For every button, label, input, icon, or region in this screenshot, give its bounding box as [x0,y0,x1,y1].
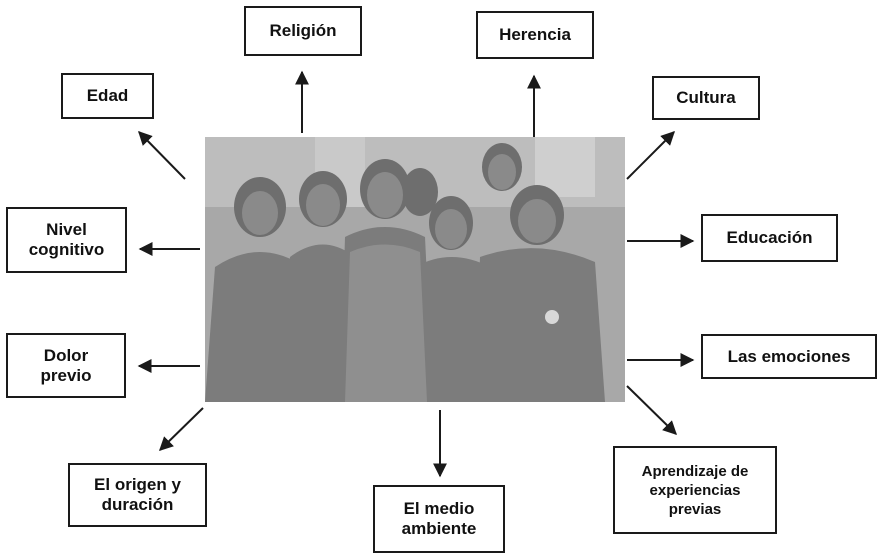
arrow-cultura [626,131,675,180]
factor-herencia: Herencia [476,11,594,59]
factor-aprendizaje: Aprendizaje de experiencias previas [613,446,777,534]
factor-origen-duracion: El origen y duración [68,463,207,527]
arrow-edad [138,130,186,180]
factor-educacion: Educación [701,214,838,262]
factor-emociones: Las emociones [701,334,877,379]
factor-medio-ambiente: El medio ambiente [373,485,505,553]
group-photo-illustration [205,137,625,402]
factor-cultura: Cultura [652,76,760,120]
factor-edad: Edad [61,73,154,119]
factor-religion: Religión [244,6,362,56]
arrow-aprendizaje [626,385,678,435]
factor-nivel-cognitivo: Nivel cognitivo [6,207,127,273]
factor-dolor-previo: Dolor previo [6,333,126,398]
arrow-origen [158,407,204,451]
group-photo [205,137,625,402]
